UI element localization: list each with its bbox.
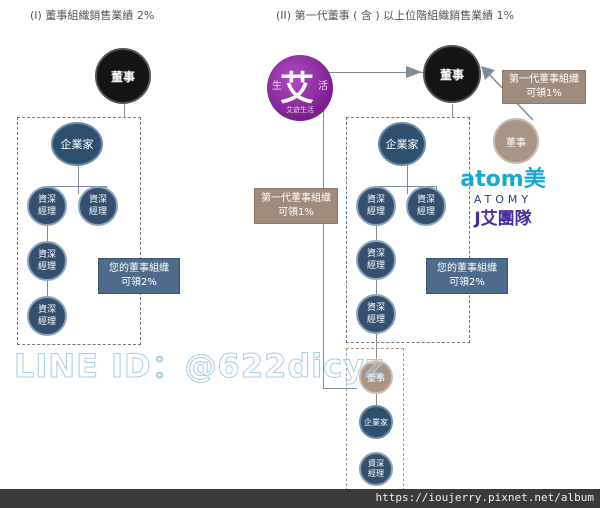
senior-manager-node: 資深經理: [356, 294, 396, 334]
footer-bar: https://ioujerry.pixnet.net/album: [0, 489, 600, 508]
left-commission-note: 您的董事組織可領2%: [98, 258, 180, 294]
connector: [78, 154, 79, 194]
connector: [47, 186, 106, 187]
senior-manager-node: 資深經理: [356, 240, 396, 280]
side-director-node: 董事: [493, 118, 539, 164]
director-node: 董事: [95, 48, 151, 104]
footer-url[interactable]: https://ioujerry.pixnet.net/album: [375, 491, 594, 504]
entrepreneur-node: 企業家: [51, 122, 103, 166]
senior-manager-node: 資深經理: [78, 186, 118, 226]
connector: [323, 388, 357, 389]
first-gen-left-note: 第一代董事組織可領1%: [254, 188, 338, 224]
senior-manager-node: 資深經理: [359, 452, 393, 486]
right-org-box: [346, 117, 470, 343]
left-org-box: [17, 117, 141, 345]
right-commission-note: 您的董事組織可領2%: [426, 258, 508, 294]
arrow-icon: [406, 66, 422, 78]
connector: [323, 72, 324, 388]
entrepreneur-node: 企業家: [378, 122, 426, 166]
senior-manager-node: 資深經理: [27, 296, 67, 336]
connector: [124, 104, 125, 118]
director-node: 董事: [423, 45, 481, 103]
senior-manager-node: 資深經理: [27, 241, 67, 281]
senior-manager-node: 資深經理: [406, 186, 446, 226]
connector: [407, 160, 408, 194]
first-gen-note: 第一代董事組織可領1%: [502, 70, 586, 104]
atomy-logo: atom美 ATOMY J艾團隊: [460, 167, 546, 230]
line-id-watermark: LINE ID：@622dicyz: [14, 347, 385, 386]
connector: [376, 186, 436, 187]
connector: [323, 72, 423, 73]
right-title: (II) 第一代董事 ( 含 ) 以上位階組織銷售業績 1%: [276, 9, 515, 22]
lower-director-node: 董事: [359, 360, 393, 394]
senior-manager-node: 資深經理: [356, 186, 396, 226]
left-title: (I) 董事組織銷售業績 2%: [30, 9, 155, 22]
connector: [452, 104, 453, 118]
senior-manager-node: 資深經理: [27, 186, 67, 226]
brand-logo: 生 艾 活 艾遊生活: [267, 55, 333, 121]
lower-entrepreneur-node: 企業家: [359, 405, 393, 439]
